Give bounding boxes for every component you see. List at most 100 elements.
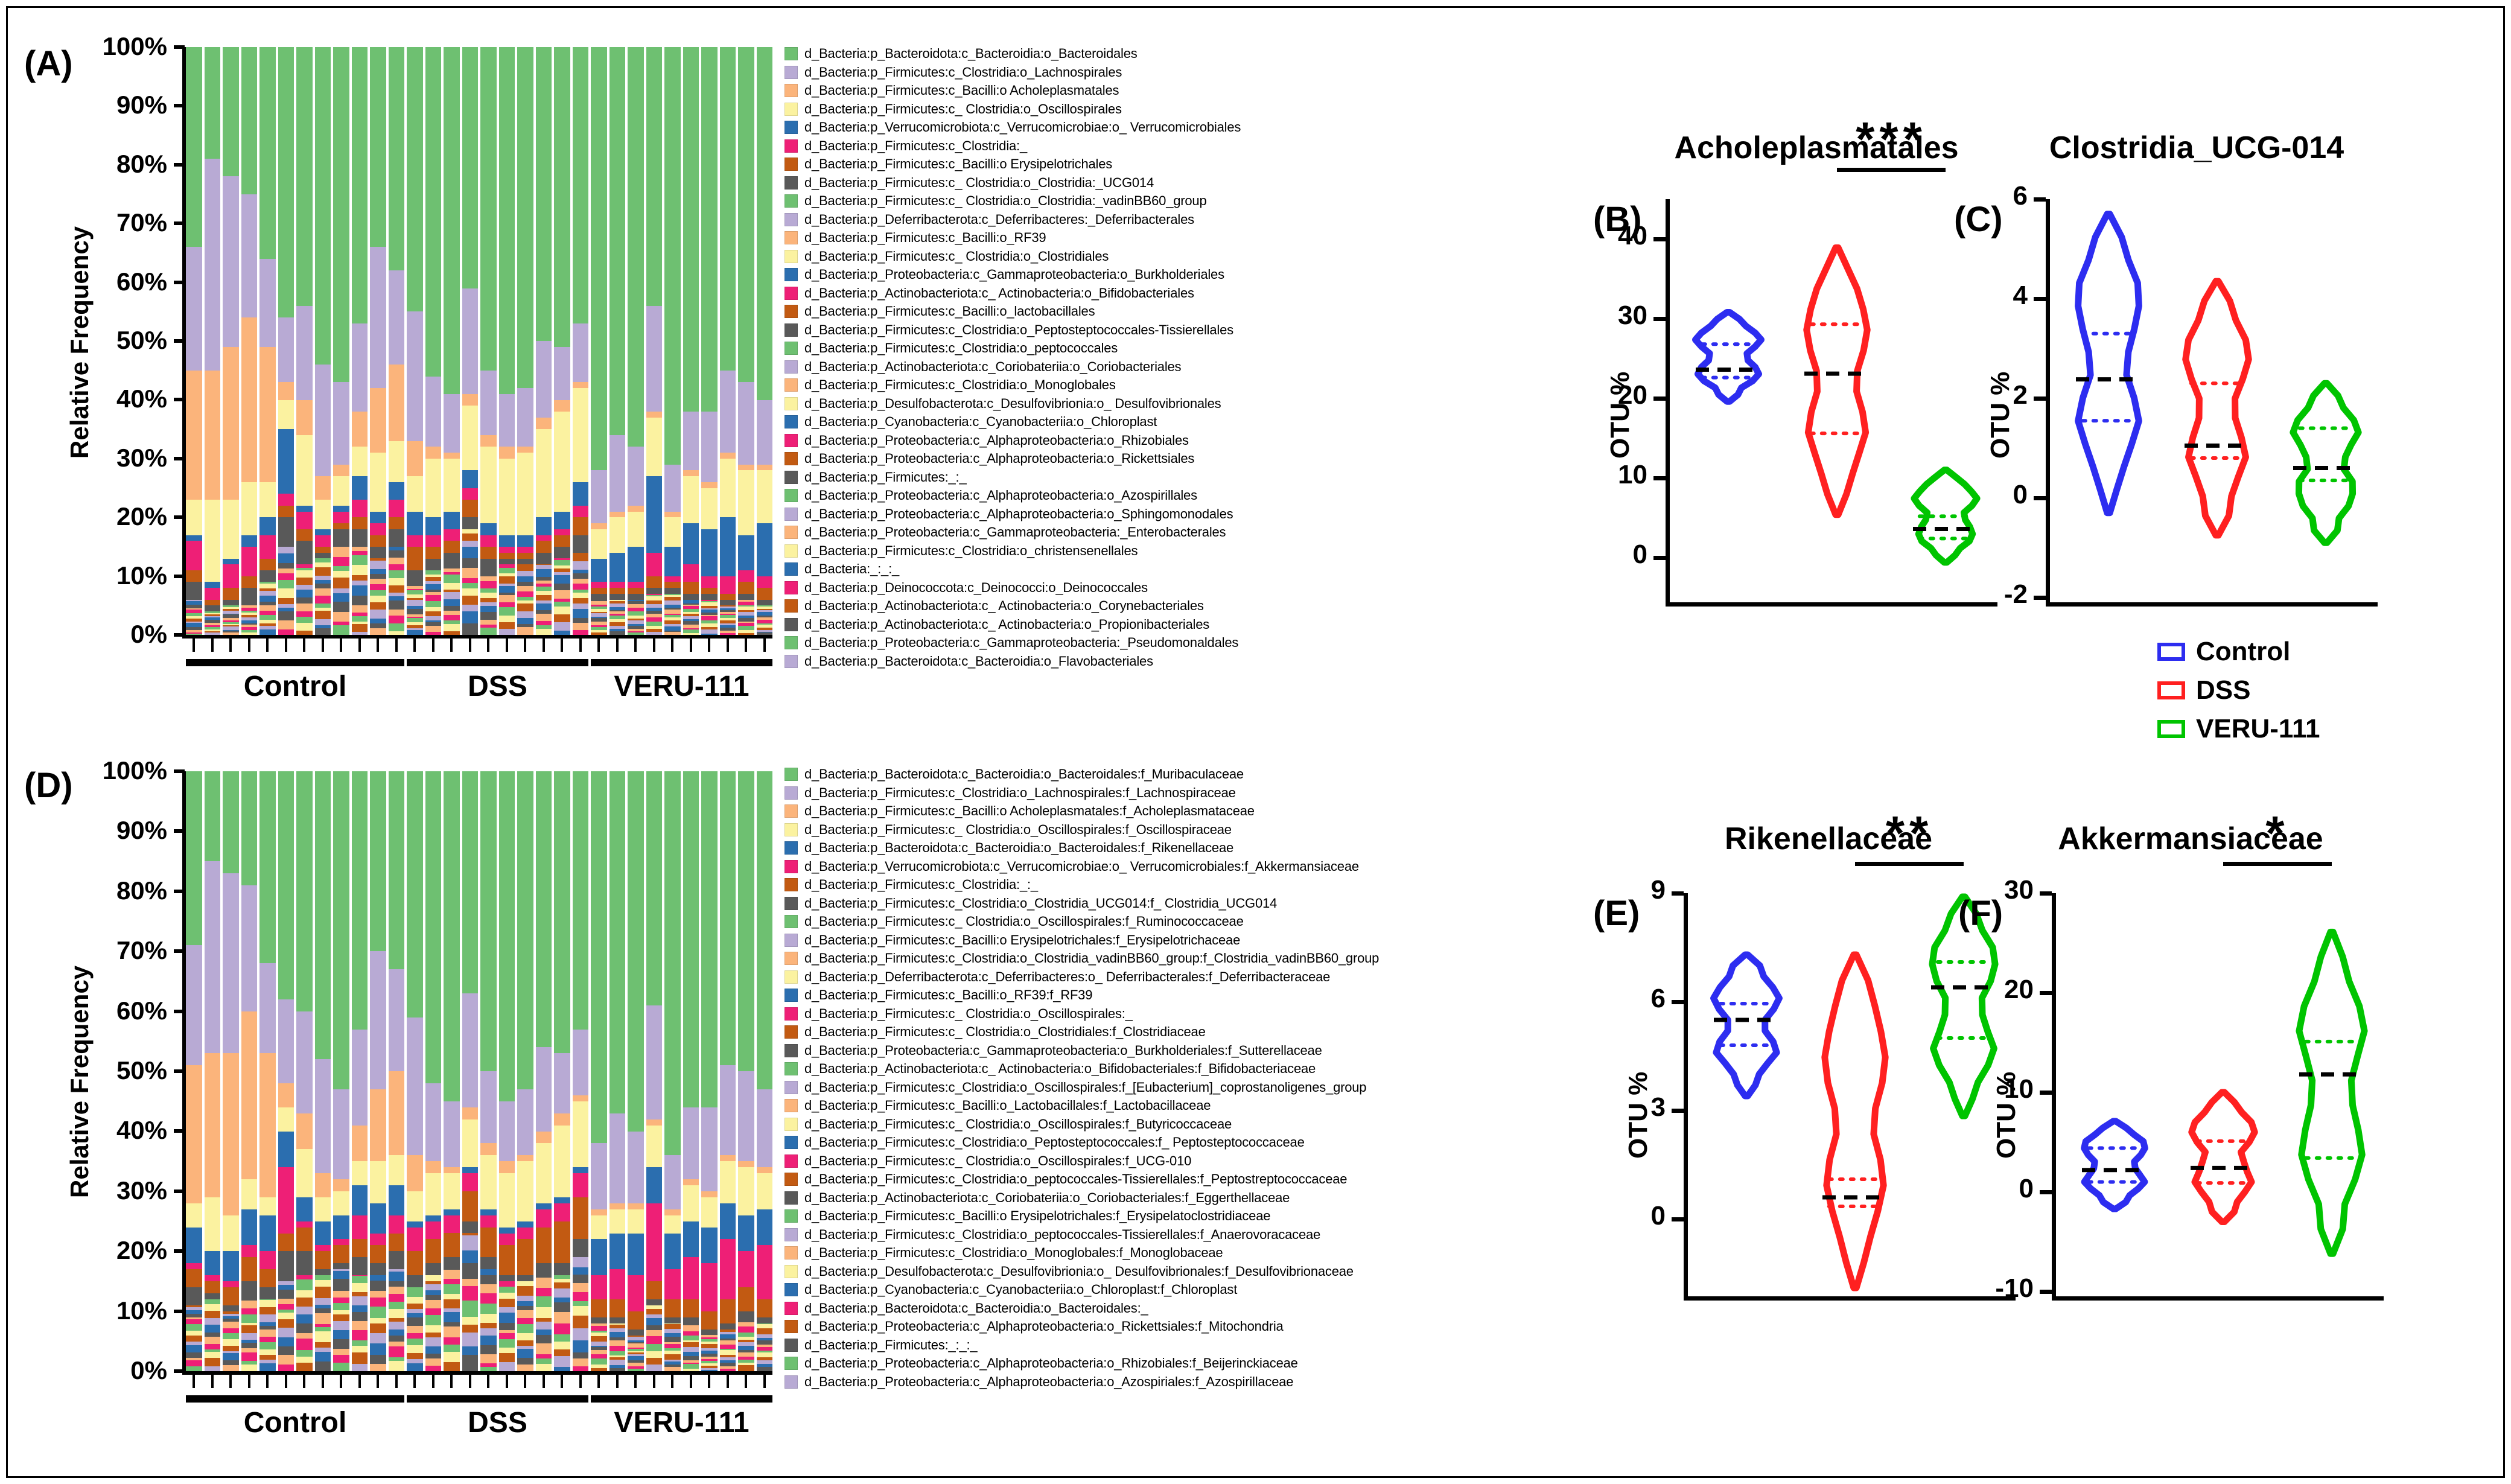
y-tick-label: 70% [116,936,167,965]
bar-segment [646,552,662,576]
legend-swatch [784,305,798,319]
bar-segment [498,1227,515,1234]
bar-segment [756,606,772,609]
bar-segment [738,1251,754,1287]
bar-segment [535,1047,552,1132]
bar-segment [664,547,681,576]
bar-segment [609,588,625,594]
bar-segment [314,1352,331,1361]
bar-segment [628,1203,644,1209]
y-tick-mark [174,1249,185,1253]
stacked-bar [462,771,478,1371]
legend-swatch [784,526,798,540]
violin-y-tick-label: 10 [2004,1074,2034,1104]
bar-segment [314,596,331,603]
bar-segment [609,619,625,623]
bar-segment [683,47,699,412]
violin-y-tick-mark [1672,1217,1684,1221]
bar-segment [628,1356,644,1360]
bar-segment [351,1305,368,1312]
bar-segment [241,1308,257,1315]
violin-y-tick-mark [1653,476,1666,480]
bar-segment [407,1227,423,1252]
bar-segment [388,1281,404,1287]
bar-segment [572,1267,588,1275]
bar-segment [407,588,423,591]
bar-segment [646,1281,662,1299]
bar-segment [314,771,331,1060]
violin-legend-item: Control [2157,637,2320,667]
bar-segment [223,1319,239,1322]
legend-label: d_Bacteria:p_Actinobacteriota:c_Coriobat… [804,358,1182,374]
violin-y-tick-label: 0 [2013,480,2028,509]
bar-segment [278,562,294,569]
bar-segment [572,1283,588,1293]
bar-segment [333,1355,349,1363]
bar-segment [591,558,607,582]
bar-segment [719,1161,736,1203]
bar-segment [204,1324,220,1333]
bar-segment [756,617,772,620]
bar-segment [351,621,368,625]
bar-segment [425,1300,441,1309]
panel-a-legend: d_Bacteria:p_Bacteroidota:c_Bacteroidia:… [784,45,1241,670]
bar-segment [444,1233,460,1258]
bar-segment [370,1298,386,1307]
bar-segment [388,547,404,551]
group-label-control: Control [243,670,347,702]
bar-segment [278,429,294,494]
stacked-bar [701,771,718,1371]
bar-segment [572,569,588,574]
bar-segment [591,582,607,588]
bar-segment [241,317,257,482]
bar-segment [425,1308,441,1316]
bar-segment [333,1339,349,1349]
bar-segment [241,1322,257,1326]
x-tick [726,1375,729,1388]
bar-segment [241,1348,257,1352]
bar-segment [425,570,441,575]
bar-segment [351,529,368,547]
bar-segment [756,1317,772,1323]
bar-segment [628,582,644,588]
bar-segment [756,608,772,610]
bar-segment [756,627,772,631]
group-label-veru-111: VERU-111 [614,1407,749,1439]
bar-segment [444,1299,460,1308]
bar-segment [204,1358,220,1366]
bar-segment [314,1347,331,1352]
bar-segment [480,558,497,570]
bar-segment [462,1191,478,1221]
bar-segment [535,590,552,595]
legend-item: d_Bacteria:p_Firmicutes:c_Clostridia:o_O… [784,1078,1379,1097]
bar-segment [591,1215,607,1240]
bar-segment [333,1270,349,1279]
bar-segment [462,540,478,547]
bar-segment [646,1351,662,1358]
bar-segment [259,611,276,615]
legend-label: d_Bacteria:p_Firmicutes:c_Bacilli:o Erys… [804,156,1113,172]
bar-segment [535,586,552,591]
legend-swatch [784,1375,798,1389]
bar-segment [756,771,772,1089]
bar-segment [370,568,386,574]
bar-segment [738,1071,754,1162]
bar-segment [204,588,220,600]
bar-segment [278,1298,294,1304]
bar-segment [738,633,754,635]
bar-segment [664,626,681,631]
bar-segment [425,1346,441,1354]
legend-label: d_Bacteria:p_Firmicutes:c_Clostridia:o_p… [804,1171,1348,1187]
bar-segment [223,558,239,565]
bar-segment [517,453,533,535]
bar-segment [591,1349,607,1354]
violin-outline [2290,380,2362,546]
x-tick [321,639,324,652]
bar-segment [223,607,239,609]
y-tick-label: 30% [116,443,167,472]
bar-segment [535,552,552,565]
bar-segment [278,1289,294,1299]
bar-segment [701,616,718,620]
bar-segment [425,1281,441,1285]
bar-segment [425,1290,441,1295]
